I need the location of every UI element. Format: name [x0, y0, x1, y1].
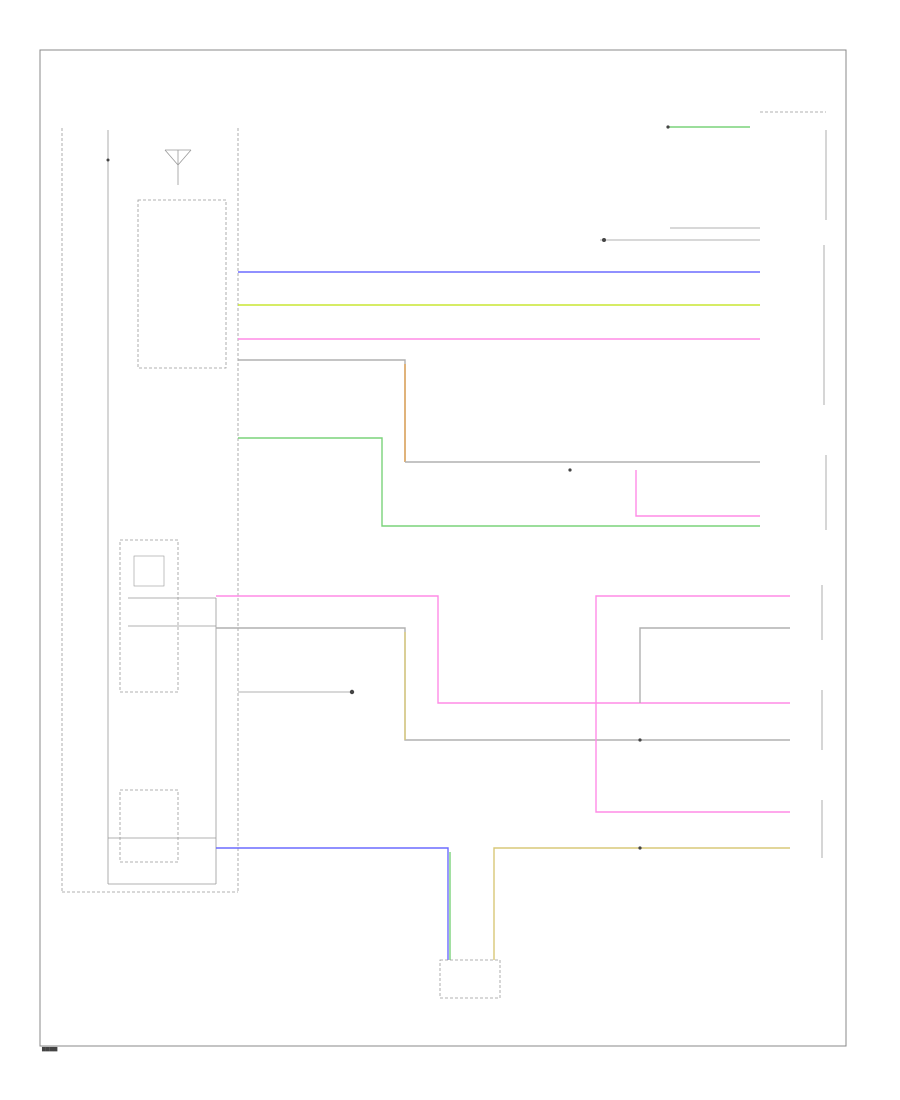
receiver-unit	[137, 199, 227, 369]
left-switch-block-lower	[107, 789, 216, 885]
fuse-feed	[106, 130, 216, 839]
wire-gray-3	[639, 627, 790, 703]
left-switch-block-upper	[119, 539, 217, 884]
antenna-icon	[164, 149, 192, 185]
diagram-border	[39, 49, 847, 1047]
wire-pink-4	[595, 595, 790, 813]
footer-code: ▆▆▆▆	[41, 1046, 58, 1052]
wire-green	[238, 437, 760, 527]
left-module-boundary	[61, 128, 239, 893]
wire-pink-2	[635, 470, 760, 517]
right-switch-column	[568, 111, 827, 858]
wire-gray-orange	[238, 359, 760, 463]
wire-ground	[238, 689, 355, 695]
wire-blue-2	[216, 847, 451, 960]
wire-gray-2	[216, 627, 790, 741]
wire-tan	[493, 847, 790, 960]
bottom-connector	[439, 959, 501, 999]
wire-pink-3	[216, 595, 790, 704]
